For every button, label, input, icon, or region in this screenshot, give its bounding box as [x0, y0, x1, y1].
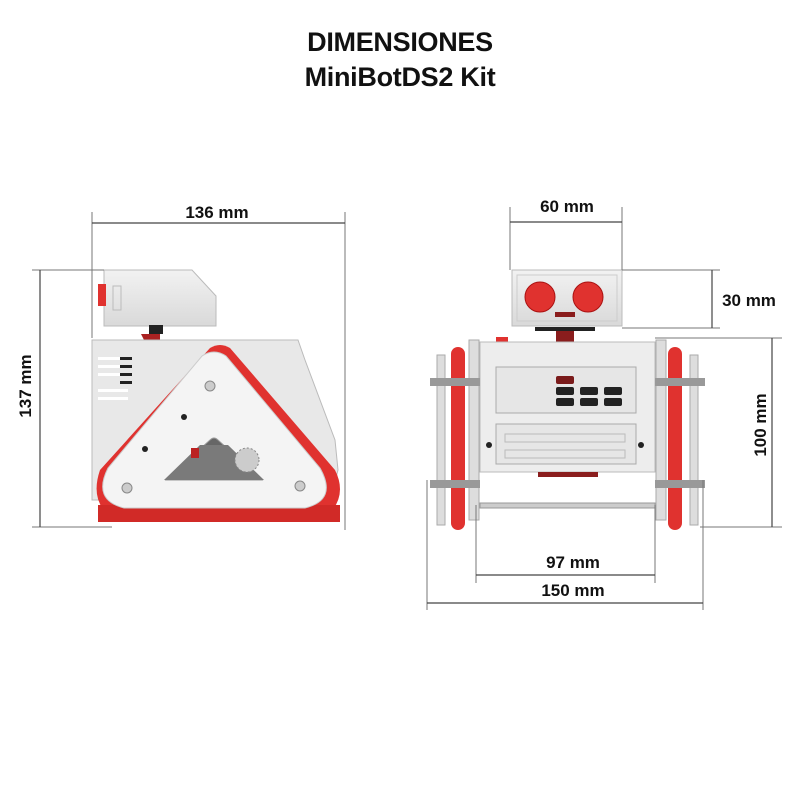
front-view-dimension-lines: [426, 207, 782, 610]
side-height-label: 137 mm: [16, 354, 35, 417]
side-view-robot: [91, 269, 340, 522]
ultrasonic-eye-left: [524, 281, 556, 313]
title-line-1: DIMENSIONES: [307, 27, 493, 57]
gear-icon: [234, 447, 260, 473]
inner-width-label: 97 mm: [546, 553, 600, 572]
sensor-width-label: 60 mm: [540, 197, 594, 216]
side-view-dimension-lines: [32, 212, 346, 530]
side-width-label: 136 mm: [185, 203, 248, 222]
front-view-robot: [430, 269, 705, 530]
body-height-label: 100 mm: [751, 393, 770, 456]
sensor-height-label: 30 mm: [722, 291, 776, 310]
total-width-label: 150 mm: [541, 581, 604, 600]
title-line-2: MiniBotDS2 Kit: [304, 62, 496, 92]
ultrasonic-eye-right: [572, 281, 604, 313]
